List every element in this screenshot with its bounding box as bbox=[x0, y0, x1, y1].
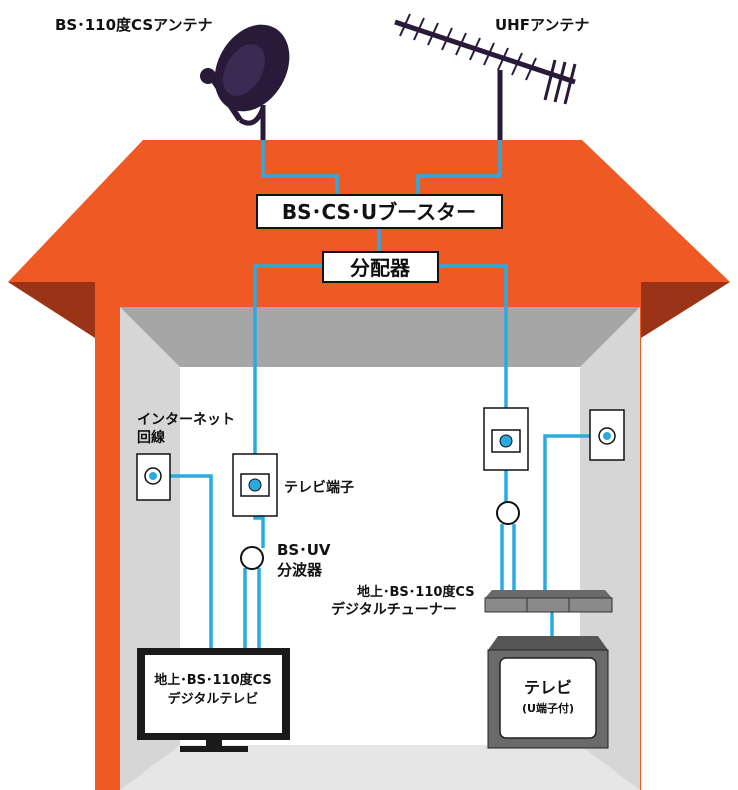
tv-terminal-right bbox=[483, 407, 529, 471]
tuner-label-line1: 地上･BS･110度CS bbox=[357, 584, 475, 600]
cable-uhf-booster bbox=[416, 140, 502, 195]
booster-label: BS･CS･Uブースター bbox=[282, 200, 476, 224]
dish-antenna-label: BS･110度CSアンテナ bbox=[55, 16, 213, 34]
cable-splitter-right bbox=[438, 264, 508, 408]
bs-cs-dish-antenna bbox=[200, 24, 290, 140]
uhf-antenna bbox=[394, 13, 577, 140]
internet-label-line2: 回線 bbox=[137, 429, 165, 446]
internet-outlet bbox=[136, 453, 171, 501]
bsuv-splitter-right bbox=[496, 501, 520, 525]
room-ceiling bbox=[120, 307, 640, 367]
bsuv-splitter-left bbox=[240, 546, 264, 570]
tv-terminal-label: テレビ端子 bbox=[284, 479, 354, 496]
roof-right-shade bbox=[641, 282, 730, 338]
digital-tuner bbox=[484, 590, 613, 613]
tv-terminal-left bbox=[232, 453, 278, 517]
uhf-antenna-label: UHFアンテナ bbox=[495, 16, 589, 34]
bsuv-label-line2: 分波器 bbox=[277, 561, 323, 579]
cable-internet-tv bbox=[153, 474, 213, 648]
crt-tv-right bbox=[487, 636, 609, 749]
splitter-box: 分配器 bbox=[322, 251, 439, 283]
room-floor bbox=[120, 745, 640, 790]
cables bbox=[153, 140, 607, 648]
cable-dish-booster bbox=[261, 140, 339, 195]
cable-wall-tuner bbox=[543, 434, 607, 590]
house bbox=[8, 140, 730, 790]
splitter-label: 分配器 bbox=[350, 256, 411, 280]
bsuv-label-line1: BS･UV bbox=[277, 541, 331, 559]
wall-outlet-right bbox=[589, 409, 625, 461]
cable-splitter-left bbox=[253, 264, 323, 457]
digital-tv-label-line1: 地上･BS･110度CS bbox=[154, 672, 272, 688]
roof-left-shade bbox=[8, 282, 95, 338]
booster-box: BS･CS･Uブースター bbox=[256, 194, 503, 229]
tuner-label-line2: デジタルチューナー bbox=[331, 601, 457, 618]
digital-tv-left bbox=[137, 648, 290, 752]
digital-tv-label-line2: デジタルテレビ bbox=[168, 691, 259, 707]
tv-label: テレビ bbox=[524, 678, 572, 697]
tv-sub-label: (U端子付) bbox=[522, 701, 574, 715]
internet-label-line1: インターネット bbox=[137, 412, 235, 428]
